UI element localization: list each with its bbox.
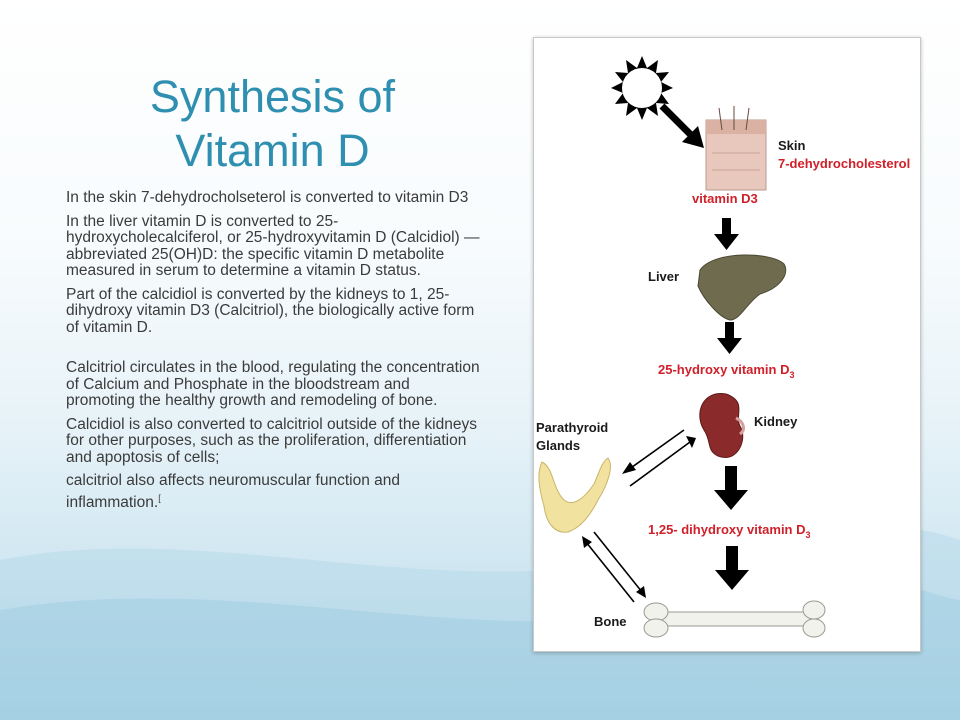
arrows-kidney-parathyroid [622,429,696,487]
paragraph-liver: In the liver vitamin D is converted to 2… [66,212,480,279]
bone-icon [643,600,826,638]
label-skin: Skin [778,138,806,153]
arrow-skin-to-liver [714,218,739,250]
arrow-kidney-to-125 [714,466,748,510]
label-25-hydroxy: 25-hydroxy vitamin D3 [658,362,795,380]
title-line-1: Synthesis of [149,71,396,122]
liver-icon [697,254,787,321]
arrow-125-to-bone [715,546,749,590]
paragraph-neuromuscular-text: calcitriol also affects neuromuscular fu… [66,472,400,511]
label-bone: Bone [594,614,627,629]
paragraph-calcitriol: Calcitriol circulates in the blood, regu… [66,359,480,409]
label-dihydroxy: 1,25- dihydroxy vitamin D3 [648,522,811,540]
kidney-icon [699,393,745,458]
label-vitamin-d3: vitamin D3 [692,191,758,206]
paragraph-skin: In the skin 7-dehydrocholseterol is conv… [66,189,469,206]
label-25-hydroxy-text: 25-hydroxy vitamin D [658,362,790,377]
slide-body: In the skin 7-dehydrocholseterol is conv… [66,189,481,518]
label-parathyroid-line1: Parathyroid [536,420,608,435]
paragraph-calcidiol: Calcidiol is also converted to calcitrio… [66,415,477,466]
label-precursor: 7-dehydrocholesterol [778,156,910,171]
paragraph-neuromuscular: calcitriol also affects neuromuscular fu… [66,472,481,511]
skin-icon [705,106,767,191]
arrows-parathyroid-bone [582,531,646,603]
arrow-sun-to-skin [659,103,704,148]
label-liver: Liver [648,269,679,284]
footnote-mark: [ [158,492,161,503]
paragraph-kidney: Part of the calcidiol is converted by th… [66,285,475,336]
label-kidney: Kidney [754,414,798,429]
label-25-hydroxy-sub: 3 [790,370,795,380]
sun-icon [611,56,673,120]
label-parathyroid-line2: Glands [536,438,580,453]
vitamin-d-diagram: Skin 7-dehydrocholesterol vitamin D3 Liv… [533,37,921,652]
label-dihydroxy-text: 1,25- dihydroxy vitamin D [648,522,806,537]
parathyroid-glands-icon [538,457,611,533]
label-dihydroxy-sub: 3 [806,530,811,540]
slide-title: Synthesis of Vitamin D [90,70,455,178]
arrow-liver-to-25 [717,322,742,354]
title-line-2: Vitamin D [175,125,370,176]
